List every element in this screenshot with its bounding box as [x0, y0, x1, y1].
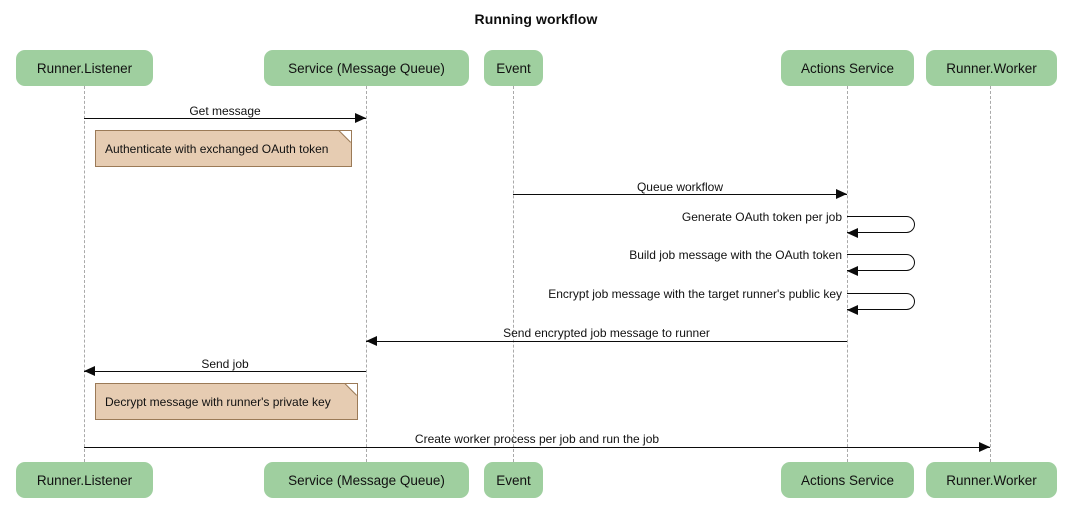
- participant-runner-worker-bottom[interactable]: Runner.Worker: [926, 462, 1057, 498]
- participant-event-bottom[interactable]: Event: [484, 462, 543, 498]
- participant-label: Service (Message Queue): [288, 472, 445, 488]
- arrowhead-left-icon: [84, 366, 95, 377]
- message-line-send-encrypted-job-message: [366, 341, 847, 342]
- note-fold-edge-icon: [342, 384, 357, 399]
- participant-label: Event: [496, 472, 531, 488]
- arrowhead-left-icon: [366, 336, 377, 347]
- self-message-loop-generate-oauth-token-per-job: [847, 216, 915, 233]
- lifeline-service-message-queue: [366, 86, 367, 462]
- participant-runner-worker-top[interactable]: Runner.Worker: [926, 50, 1057, 86]
- arrowhead-left-icon: [847, 265, 858, 276]
- participant-label: Service (Message Queue): [288, 60, 445, 76]
- participant-label: Runner.Listener: [36, 472, 133, 488]
- message-line-create-worker-process: [84, 447, 990, 448]
- participant-service-message-queue-top[interactable]: Service (Message Queue): [264, 50, 469, 86]
- self-message-loop-encrypt-job-message: [847, 293, 915, 310]
- note-decrypt-note: Decrypt message with runner's private ke…: [95, 383, 358, 420]
- lifeline-event: [513, 86, 514, 462]
- participant-label: Event: [496, 60, 531, 76]
- arrowhead-left-icon: [847, 304, 858, 315]
- note-label: Decrypt message with runner's private ke…: [105, 394, 331, 409]
- arrowhead-right-icon: [979, 442, 990, 453]
- arrowhead-right-icon: [355, 113, 366, 124]
- participant-label: Runner.Worker: [946, 60, 1037, 76]
- note-label: Authenticate with exchanged OAuth token: [105, 141, 329, 156]
- message-label-queue-workflow: Queue workflow: [636, 180, 724, 194]
- lifeline-runner-worker: [990, 86, 991, 462]
- message-label-send-job: Send job: [201, 357, 249, 371]
- participant-runner-listener-top[interactable]: Runner.Listener: [16, 50, 153, 86]
- message-label-send-encrypted-job-message: Send encrypted job message to runner: [503, 326, 710, 340]
- message-label-generate-oauth-token-per-job: Generate OAuth token per job: [681, 210, 842, 224]
- message-label-get-message: Get message: [189, 104, 261, 118]
- participant-label: Actions Service: [800, 472, 895, 488]
- participant-runner-listener-bottom[interactable]: Runner.Listener: [16, 462, 153, 498]
- participant-actions-service-top[interactable]: Actions Service: [781, 50, 914, 86]
- participant-label: Runner.Listener: [36, 60, 133, 76]
- page-title: Running workflow: [474, 11, 598, 27]
- arrowhead-left-icon: [847, 227, 858, 238]
- participant-label: Actions Service: [800, 60, 895, 76]
- note-fold-edge-icon: [336, 131, 351, 146]
- participant-service-message-queue-bottom[interactable]: Service (Message Queue): [264, 462, 469, 498]
- note-authenticate-note: Authenticate with exchanged OAuth token: [95, 130, 352, 167]
- message-line-get-message: [84, 118, 366, 119]
- message-label-create-worker-process: Create worker process per job and run th…: [414, 432, 660, 446]
- message-label-build-job-message: Build job message with the OAuth token: [629, 248, 842, 262]
- message-line-send-job: [84, 371, 366, 372]
- self-message-loop-build-job-message: [847, 254, 915, 271]
- message-line-queue-workflow: [513, 194, 847, 195]
- arrowhead-right-icon: [836, 189, 847, 200]
- participant-actions-service-bottom[interactable]: Actions Service: [781, 462, 914, 498]
- lifeline-runner-listener: [84, 86, 85, 462]
- message-label-encrypt-job-message: Encrypt job message with the target runn…: [548, 287, 842, 301]
- participant-event-top[interactable]: Event: [484, 50, 543, 86]
- participant-label: Runner.Worker: [946, 472, 1037, 488]
